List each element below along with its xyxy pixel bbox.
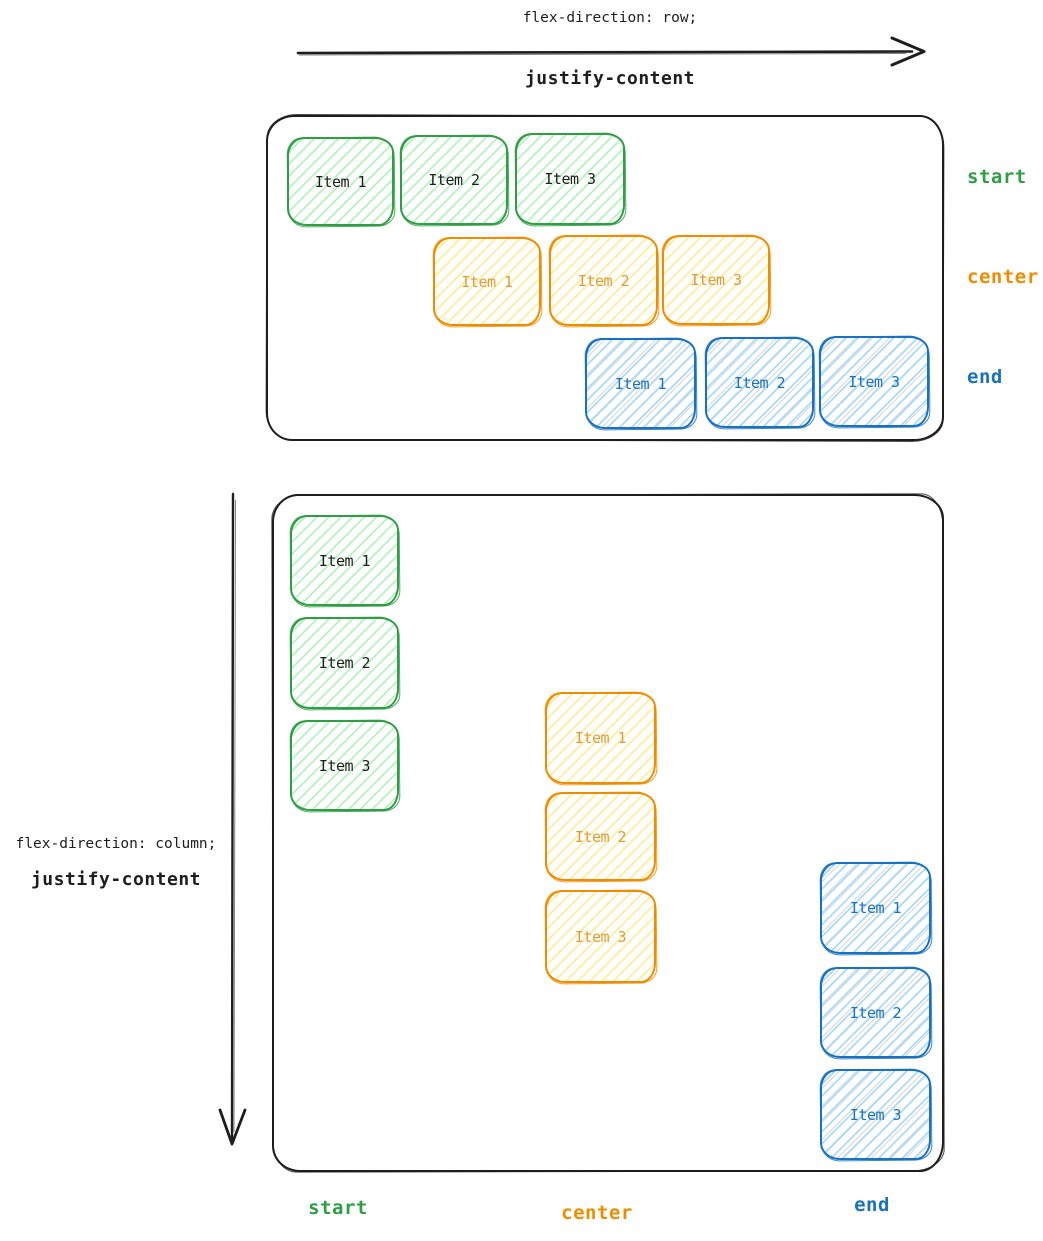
column-center-item-3: Item 3: [545, 890, 656, 983]
item-label: Item 1: [318, 551, 371, 570]
item-label: Item 1: [461, 272, 513, 291]
item-label: Item 3: [849, 1105, 902, 1124]
column-end-item-3: Item 3: [820, 1069, 931, 1160]
row-flex-container: Item 1 Item 2 Item 3 Item 1 Item 2 Item …: [266, 115, 944, 441]
item-label: Item 3: [690, 271, 742, 289]
column-center-item-2: Item 2: [545, 792, 656, 881]
column-end-item-2: Item 2: [820, 967, 931, 1058]
item-label: Item 2: [318, 654, 371, 672]
row-center-item-2: Item 2: [549, 235, 658, 326]
row-start-item-1: Item 1: [287, 137, 394, 226]
row-start-item-2: Item 2: [400, 135, 508, 225]
column-start-item-3: Item 3: [290, 720, 399, 811]
column-property-label: justify-content: [30, 869, 202, 890]
column-direction-code: flex-direction: column;: [15, 836, 217, 852]
row-end-item-2: Item 2: [705, 337, 814, 428]
item-label: Item 3: [544, 170, 596, 188]
row-start-item-3: Item 3: [515, 133, 625, 225]
column-start-item-1: Item 1: [290, 515, 399, 606]
column-end-item-1: Item 1: [820, 862, 931, 954]
item-label: Item 2: [574, 827, 627, 846]
row-property-label: justify-content: [524, 68, 696, 89]
item-label: Item 1: [574, 729, 627, 747]
item-label: Item 3: [574, 927, 627, 946]
row-end-item-1: Item 1: [585, 338, 696, 429]
row-center-item-1: Item 1: [433, 237, 541, 326]
row-start-label: start: [967, 166, 1027, 188]
column-axis-arrow-icon: [218, 492, 247, 1146]
row-center-label: center: [967, 266, 1039, 288]
item-label: Item 1: [614, 374, 667, 393]
row-end-item-3: Item 3: [819, 336, 929, 427]
column-flex-container: Item 1 Item 2 Item 3 Item 1 Item 2 Item …: [272, 494, 944, 1172]
item-label: Item 1: [314, 172, 367, 191]
row-center-item-3: Item 3: [662, 235, 770, 325]
column-start-label: start: [308, 1197, 368, 1219]
row-end-label: end: [967, 366, 1003, 388]
item-label: Item 2: [577, 271, 630, 290]
column-center-label: center: [561, 1202, 633, 1224]
row-axis-arrow-icon: [296, 36, 926, 67]
column-end-label: end: [854, 1194, 890, 1216]
column-center-item-1: Item 1: [545, 692, 656, 784]
column-start-item-2: Item 2: [290, 617, 399, 709]
item-label: Item 2: [849, 1003, 902, 1022]
item-label: Item 2: [428, 171, 480, 189]
item-label: Item 3: [848, 372, 900, 391]
item-label: Item 3: [318, 756, 371, 775]
row-direction-code: flex-direction: row;: [522, 10, 698, 26]
item-label: Item 2: [733, 373, 786, 392]
item-label: Item 1: [849, 899, 902, 917]
